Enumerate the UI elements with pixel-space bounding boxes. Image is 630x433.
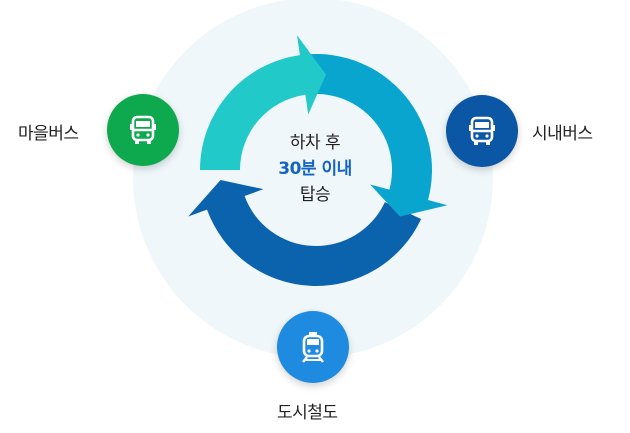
urban-rail-icon-badge	[277, 311, 349, 383]
background-halo	[133, 0, 493, 358]
city-bus-icon-badge	[446, 95, 518, 167]
cycle-arrow-right	[305, 54, 448, 217]
center-message: 하차 후 30분 이내 탑승	[245, 130, 385, 208]
center-line-3: 탑승	[299, 185, 331, 205]
cycle-arrow-left	[200, 35, 327, 170]
cycle-arrow-bottom	[188, 180, 422, 286]
bus-icon	[469, 116, 495, 145]
bus-icon	[130, 115, 156, 144]
train-icon	[302, 332, 324, 363]
center-line-1: 하차 후	[289, 133, 341, 153]
village-bus-label: 마을버스	[18, 124, 79, 144]
center-line-2: 30분 이내	[278, 159, 352, 179]
village-bus-icon-badge	[107, 94, 179, 166]
urban-rail-label: 도시철도	[277, 403, 338, 423]
city-bus-label: 시내버스	[532, 124, 593, 144]
